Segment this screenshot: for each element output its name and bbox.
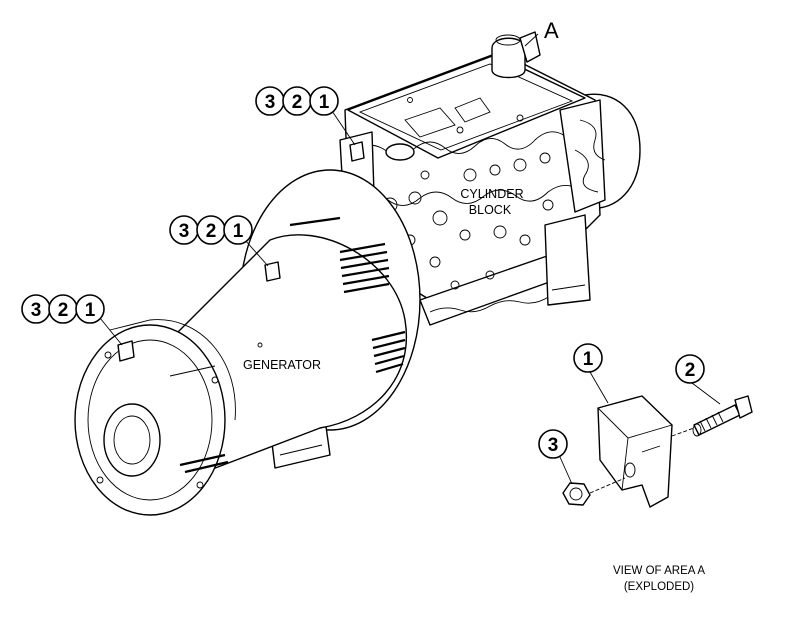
exploded-callout-2: 2: [685, 360, 696, 381]
clip-locations: [117, 141, 365, 362]
generator-assembly: [74, 169, 421, 516]
callout-middle-3: 3: [179, 221, 190, 242]
exploded-view-caption-line2: (EXPLODED): [624, 581, 694, 593]
area-a-marker: A: [544, 18, 559, 43]
exploded-callout-3: 3: [548, 435, 559, 456]
exploded-callout-1: 1: [583, 349, 594, 370]
callout-upper-2: 2: [292, 92, 303, 113]
exploded-view-caption-line1: VIEW OF AREA A: [613, 565, 705, 577]
cylinder-block-label-line2: BLOCK: [469, 203, 512, 217]
generator-louvers: [179, 216, 406, 474]
callout-group-upper: 3 2 1: [255, 86, 339, 116]
cylinder-block-label-line1: CYLINDER: [460, 187, 523, 201]
callout-group-lower: 3 2 1: [21, 294, 105, 324]
nut-part: [562, 482, 591, 506]
clip-lower: [117, 340, 135, 362]
callout-upper-3: 3: [265, 92, 276, 113]
callout-lower-2: 2: [58, 300, 69, 321]
bolt-part: [692, 395, 753, 437]
callout-middle-1: 1: [233, 221, 244, 242]
callout-upper-1: 1: [319, 92, 330, 113]
exploded-view: 1 2 3 VIEW OF AREA A (EXPLODED): [538, 343, 753, 593]
clip-middle: [264, 261, 281, 282]
block-details: [382, 97, 554, 290]
callout-lower-1: 1: [85, 300, 96, 321]
callout-group-middle: 3 2 1: [169, 215, 253, 245]
leader-lines: [99, 33, 539, 346]
clip-part: [597, 395, 673, 508]
clip-upper: [349, 141, 365, 162]
generator-label: GENERATOR: [243, 358, 321, 372]
callout-lower-3: 3: [31, 300, 42, 321]
callout-middle-2: 2: [206, 221, 217, 242]
